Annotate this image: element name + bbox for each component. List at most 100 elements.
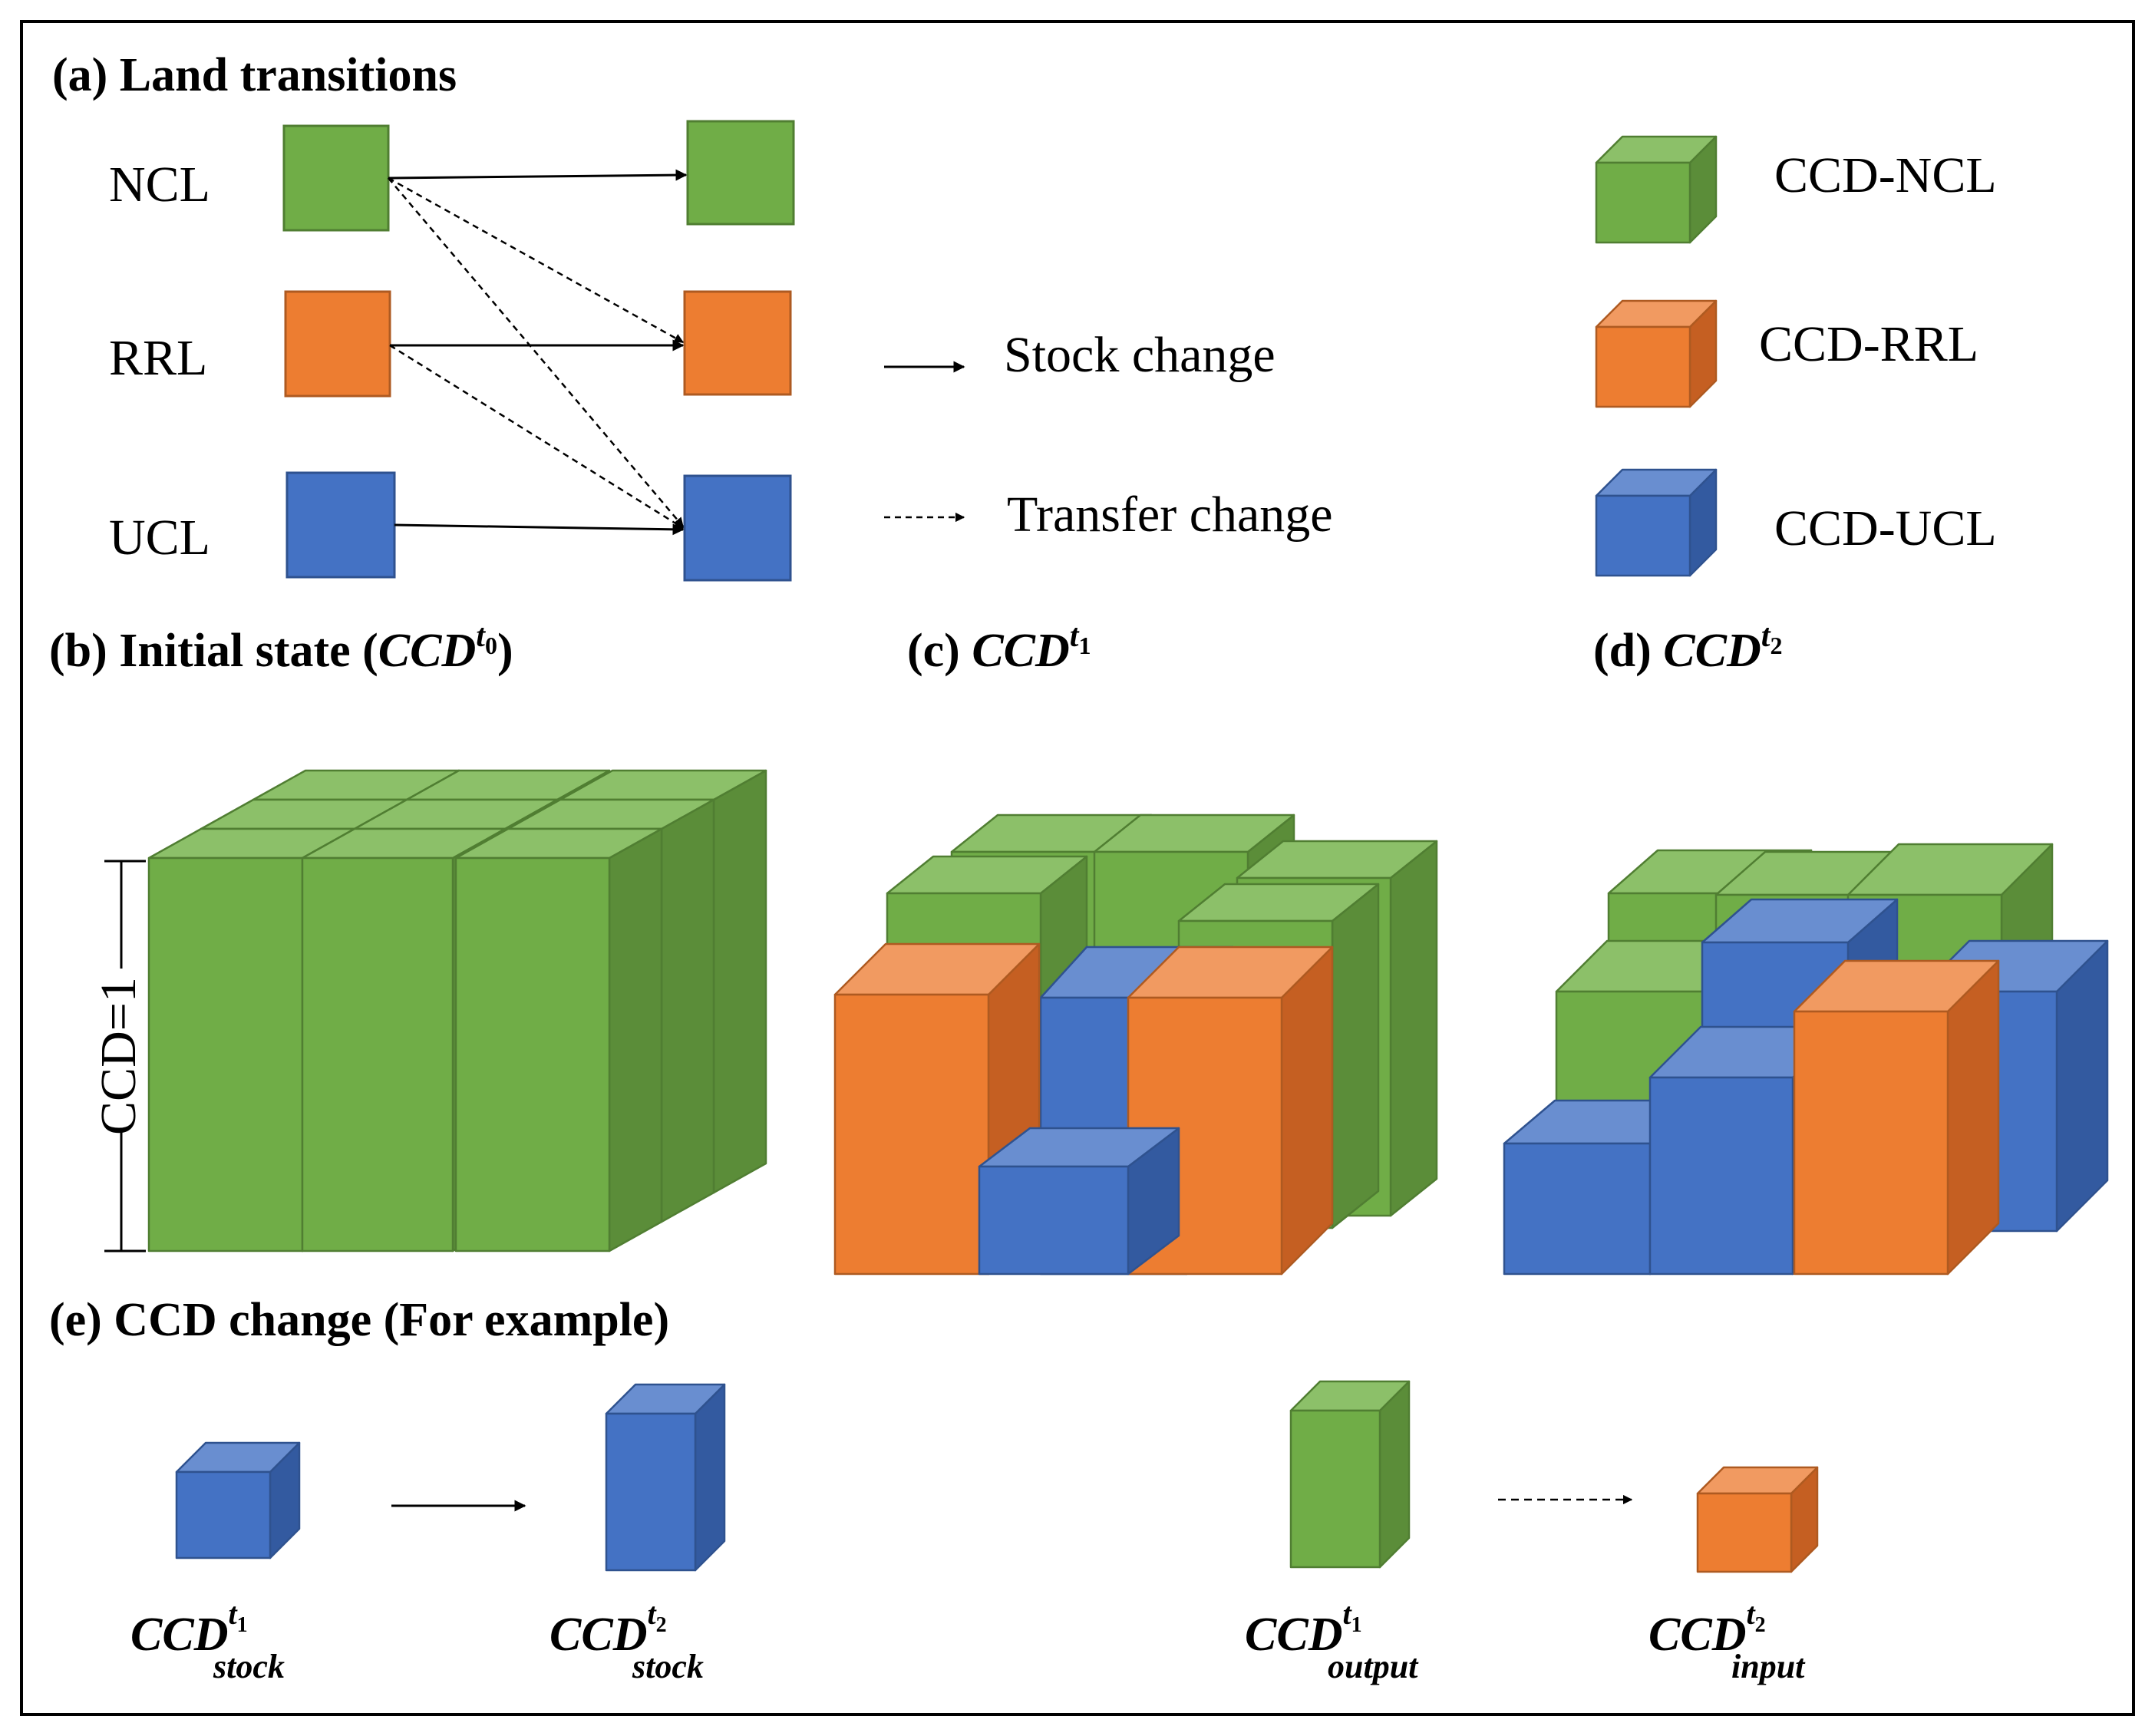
ncl-target-square <box>686 120 795 226</box>
panel-b-suffix: ) <box>497 625 513 677</box>
t2-blue-mid-front <box>1648 1076 1794 1276</box>
initial-cell-r1-c2-side <box>660 798 715 1223</box>
example-blue-small-front <box>175 1470 272 1559</box>
example-label-output-t1: CCDt1 output <box>1245 1596 1419 1685</box>
t1-blue-front <box>978 1127 1180 1276</box>
example-green-tall <box>1289 1380 1411 1569</box>
panel-c-math: CCD <box>972 625 1069 677</box>
example-label-input-t2: CCDt2 input <box>1648 1596 1806 1685</box>
t2-orange <box>1793 959 2000 1276</box>
panel-b-math: CCD <box>378 625 476 677</box>
transfer-change-label: Transfer change <box>1007 487 1333 543</box>
panel-c-sup: t <box>1070 619 1080 654</box>
panel-b-sup: t <box>476 619 486 654</box>
land-label-ncl: NCL <box>109 157 210 213</box>
example-blue-small <box>175 1441 301 1559</box>
legend-label-ccd-ucl: CCD-UCL <box>1774 500 1997 556</box>
example-label-stock-t2: CCDt2 stock <box>549 1596 704 1685</box>
ccd-ucl-legend-cube <box>1595 468 1718 577</box>
example-blue-tall <box>605 1383 726 1572</box>
panel-b-prefix: (b) Initial state ( <box>49 625 378 677</box>
ex3-sup: t <box>1342 1596 1352 1631</box>
ex4-sub: input <box>1731 1648 1806 1685</box>
example-label-stock-t1: CCDt1 stock <box>130 1596 285 1685</box>
panel-d-sup: t <box>1761 619 1771 654</box>
ex4-sup: t <box>1746 1596 1756 1631</box>
t2-orange-side <box>1946 959 2000 1276</box>
panel-d-supsub: 2 <box>1770 632 1782 659</box>
t1-blue-front-front <box>978 1165 1130 1276</box>
ex1-sup: t <box>228 1596 238 1631</box>
panel-e-example-cubes <box>175 1380 1819 1573</box>
ex4-base: CCD <box>1648 1609 1746 1661</box>
initial-cell-r0-c0-front <box>147 856 304 1252</box>
ncl-to-rrl-transfer-arrow <box>388 177 685 344</box>
initial-cell-r0-c2 <box>454 827 663 1252</box>
ccd-bracket <box>104 860 146 1252</box>
ucl-target-square <box>683 474 792 582</box>
rrl-to-ucl-transfer-arrow <box>389 344 685 530</box>
panel-b-title: (b) Initial state (CCDt0) <box>49 619 513 677</box>
ccd-ncl-legend-cube <box>1595 135 1718 244</box>
stock-change-label: Stock change <box>1004 327 1276 383</box>
panel-c-ccd-t1-cubes <box>833 814 1438 1276</box>
panel-c-prefix: (c) <box>907 625 972 677</box>
rrl-target-square <box>683 290 792 396</box>
panel-d-title: (d) CCDt2 <box>1593 619 1782 677</box>
example-orange-small-front <box>1696 1492 1793 1573</box>
ccd-ncl-legend-cube-front <box>1595 161 1691 244</box>
initial-cell-r0-c2-front <box>454 856 611 1252</box>
ccd-ucl-legend-cube-front <box>1595 494 1691 577</box>
example-orange-small <box>1696 1466 1819 1573</box>
ex2-base: CCD <box>549 1609 647 1661</box>
panel-b-initial-state-cubes <box>147 769 767 1252</box>
panel-c-title: (c) CCDt1 <box>907 619 1091 677</box>
land-label-ucl: UCL <box>109 510 210 566</box>
ncl-source-square <box>282 124 390 232</box>
ex1-supsub: 1 <box>237 1613 248 1637</box>
ex2-sup: t <box>647 1596 657 1631</box>
legend-label-ccd-ncl: CCD-NCL <box>1774 147 1997 203</box>
ncl-stock-arrow <box>388 169 688 181</box>
example-green-tall-front <box>1289 1409 1381 1569</box>
ccd-rrl-legend-cube <box>1595 299 1718 408</box>
ccd-rrl-legend-cube-front <box>1595 325 1691 408</box>
t1-mid-green-right-side <box>1331 883 1380 1229</box>
t2-orange-front <box>1793 1010 1949 1276</box>
ex3-base: CCD <box>1245 1609 1342 1661</box>
legend-label-ccd-rrl: CCD-RRL <box>1759 316 1978 372</box>
panel-c-supsub: 1 <box>1078 632 1091 659</box>
ex2-supsub: 2 <box>656 1613 667 1637</box>
initial-cell-r0-c1-front <box>301 856 454 1252</box>
ncl-to-ucl-transfer-arrow <box>388 177 684 527</box>
ex1-base: CCD <box>130 1609 228 1661</box>
ex2-sub: stock <box>632 1648 704 1685</box>
panel-d-ccd-t2-cubes <box>1503 843 2109 1276</box>
ex3-sub: output <box>1328 1648 1419 1685</box>
panel-d-math: CCD <box>1663 625 1761 677</box>
panel-e-title: (e) CCD change (For example) <box>49 1294 669 1346</box>
panel-a-title: (a) Land transitions <box>52 49 457 101</box>
t1-orange-left-front <box>833 993 990 1276</box>
panel-d-prefix: (d) <box>1593 625 1663 677</box>
ex4-supsub: 2 <box>1755 1613 1766 1637</box>
example-blue-tall-side <box>694 1383 726 1572</box>
cube-legend <box>1595 135 1718 577</box>
example-blue-tall-front <box>605 1412 697 1572</box>
panel-b-supsub: 0 <box>485 632 497 659</box>
example-green-tall-side <box>1378 1380 1411 1569</box>
ucl-source-square <box>285 471 396 579</box>
t1-back-green-right-side <box>1389 840 1438 1217</box>
t1-orange-right-side <box>1280 946 1334 1276</box>
initial-cell-r2-c2-side <box>712 769 767 1194</box>
t2-blue-left-low-front <box>1503 1142 1652 1276</box>
rrl-source-square <box>284 290 391 398</box>
initial-cell-r0-c2-side <box>608 827 663 1252</box>
ucl-stock-arrow <box>394 523 685 536</box>
land-label-rrl: RRL <box>109 330 207 386</box>
ccd-axis-label: CCD=1 <box>91 977 147 1135</box>
ex1-sub: stock <box>213 1648 285 1685</box>
ex3-supsub: 1 <box>1351 1613 1362 1637</box>
figure-frame <box>20 20 2135 1716</box>
